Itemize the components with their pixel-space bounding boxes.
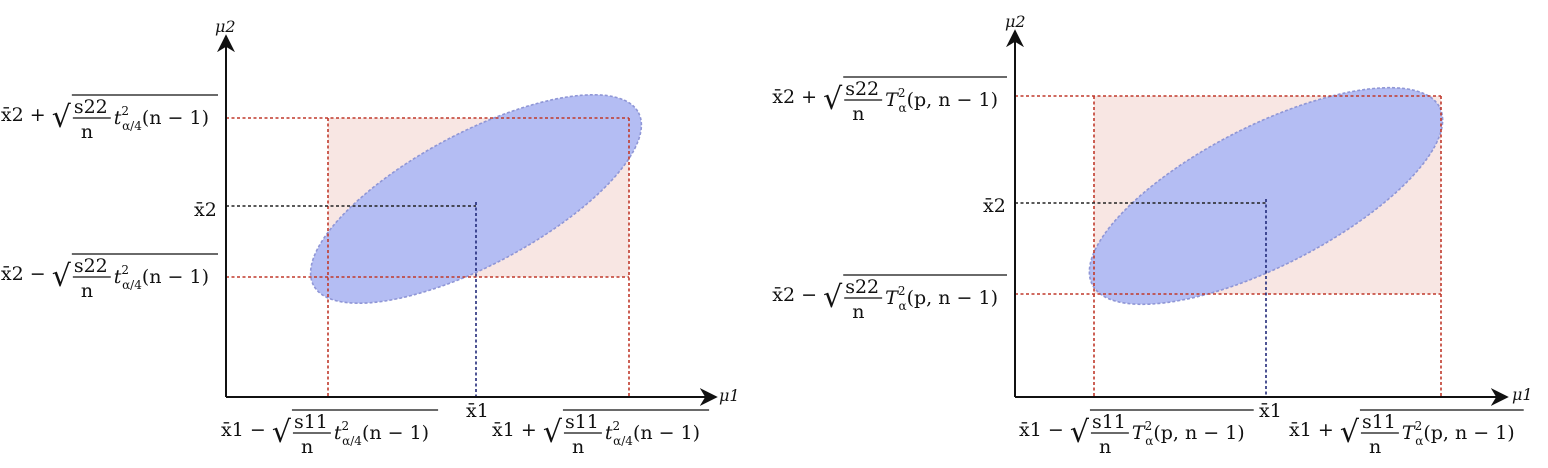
fraction-denominator: n xyxy=(1369,436,1381,458)
fraction-numerator: s22 xyxy=(74,96,108,118)
sqrt-sign: √ xyxy=(1070,415,1090,450)
sqrt-sign: √ xyxy=(823,82,843,117)
formula-prefix: x̄2 + xyxy=(1,104,52,126)
right-y-axis-label: μ2 xyxy=(1005,12,1026,31)
formula-prefix: x̄2 − xyxy=(772,284,823,306)
sqrt-sign: √ xyxy=(1340,415,1360,450)
right-x-center-label: x̄1 xyxy=(1259,400,1282,422)
formula-text: x̄1 + √ xyxy=(492,415,563,450)
fraction-numerator: s22 xyxy=(845,78,879,100)
right-center-guides xyxy=(1015,199,1267,397)
sqrt-sign: √ xyxy=(823,280,843,315)
formula-text: x̄2 + √ xyxy=(772,82,843,117)
formula-text: x̄2 − √ xyxy=(1,259,72,294)
formula-text: x̄1 + √ xyxy=(1289,415,1360,450)
fraction-numerator: s11 xyxy=(565,411,599,433)
sqrt-sign: √ xyxy=(52,100,72,135)
formula-text: x̄2 − √ xyxy=(772,280,843,315)
sqrt-sign: √ xyxy=(272,415,292,450)
left-confidence-ellipse xyxy=(309,93,643,305)
left-guide-lines xyxy=(226,117,630,397)
fraction-numerator: s22 xyxy=(74,255,108,277)
fraction-denominator: n xyxy=(81,280,93,302)
left-x-axis-label: μ1 xyxy=(719,386,740,405)
formula-text: x̄1 − √ xyxy=(221,415,292,450)
fraction-denominator: n xyxy=(1099,436,1111,458)
left-x-center-label: x̄1 xyxy=(466,400,489,422)
formula-prefix: x̄1 − xyxy=(221,419,272,441)
fraction-denominator: n xyxy=(852,301,864,323)
fraction-denominator: n xyxy=(81,121,93,143)
right-y-center-label: x̄2 xyxy=(983,195,1006,217)
left-y-axis-label: μ2 xyxy=(215,17,236,36)
right-x-axis-label: μ1 xyxy=(1512,385,1533,404)
formula-prefix: x̄2 − xyxy=(1,263,52,285)
right-guide-lines xyxy=(1015,95,1442,397)
formula-prefix: x̄1 + xyxy=(1289,419,1340,441)
formula-prefix: x̄1 + xyxy=(492,419,543,441)
sqrt-sign: √ xyxy=(543,415,563,450)
fraction-denominator: n xyxy=(572,436,584,458)
formula-text: x̄2 + √ xyxy=(1,100,72,135)
left-center-guides xyxy=(226,202,477,397)
formula-prefix: x̄1 − xyxy=(1019,419,1070,441)
formula-prefix: x̄2 + xyxy=(772,86,823,108)
fraction-numerator: s22 xyxy=(845,276,879,298)
fraction-numerator: s11 xyxy=(294,411,328,433)
formula-text: x̄1 − √ xyxy=(1019,415,1090,450)
sqrt-sign: √ xyxy=(52,259,72,294)
left-y-center-label: x̄2 xyxy=(194,199,217,221)
fraction-numerator: s11 xyxy=(1092,411,1126,433)
fraction-denominator: n xyxy=(852,103,864,125)
fraction-denominator: n xyxy=(301,436,313,458)
fraction-numerator: s11 xyxy=(1362,411,1396,433)
right-confidence-ellipse xyxy=(1088,86,1444,306)
